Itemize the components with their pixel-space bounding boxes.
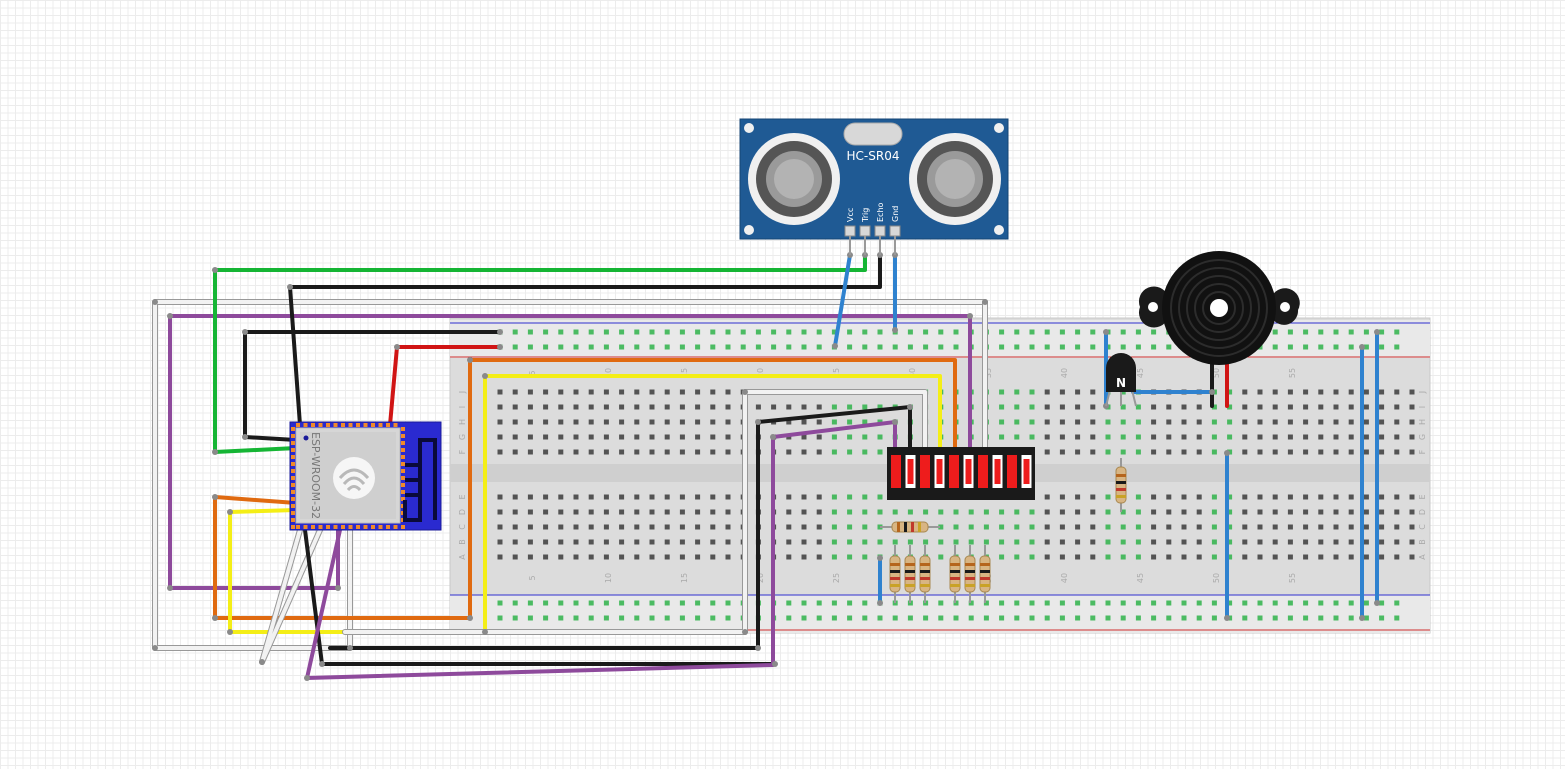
- transducer-right: [909, 133, 1001, 225]
- pin-label-trig: Trig: [861, 208, 870, 223]
- row-letter: B: [458, 539, 467, 545]
- column-number: 15: [680, 368, 689, 378]
- column-number: 50: [1212, 368, 1221, 378]
- resistor-array: [880, 458, 1127, 603]
- row-letter: E: [458, 494, 467, 499]
- row-letter: F: [458, 449, 467, 454]
- hc-sr04-sensor[interactable]: HC-SR04 Vcc Trig Echo Gnd: [739, 118, 1009, 255]
- column-number: 45: [1136, 573, 1145, 583]
- row-letter: D: [1418, 509, 1427, 515]
- row-letter: E: [1418, 494, 1427, 499]
- column-number: 40: [1060, 368, 1069, 378]
- npn-transistor[interactable]: N: [1105, 353, 1137, 407]
- black-wire-sensor-gnd[interactable]: [288, 253, 882, 427]
- blue-wire-vcc[interactable]: [833, 253, 852, 348]
- sensor-model-label: HC-SR04: [847, 149, 900, 163]
- row-letter: C: [458, 524, 467, 530]
- row-letter: J: [458, 391, 467, 394]
- row-letter: A: [458, 554, 467, 560]
- row-letter: B: [1418, 539, 1427, 545]
- column-number: 40: [1060, 573, 1069, 583]
- column-number: 20: [756, 368, 765, 378]
- column-number: 10: [604, 573, 613, 583]
- sensor-pin-labels: Vcc Trig Echo Gnd: [846, 202, 900, 223]
- column-number: 45: [1136, 368, 1145, 378]
- espressif-logo-icon: [333, 457, 375, 499]
- row-letter: F: [1418, 449, 1427, 454]
- led-segments: [891, 455, 1032, 488]
- row-letter: G: [458, 434, 467, 440]
- column-number: 15: [680, 573, 689, 583]
- row-letter: I: [1418, 406, 1427, 408]
- column-number: 35: [984, 368, 993, 378]
- breadboard-row-letters: J J I I H H G G F F E E D D C C B B A A: [458, 391, 1427, 560]
- row-letter: H: [1418, 419, 1427, 425]
- column-number: 20: [756, 573, 765, 583]
- row-letter: J: [1418, 391, 1427, 394]
- column-number: 25: [832, 573, 841, 583]
- row-letter: D: [458, 509, 467, 515]
- row-letter: C: [1418, 524, 1427, 530]
- pin-label-vcc: Vcc: [846, 208, 855, 222]
- column-number: 55: [1288, 368, 1297, 378]
- pin-label-gnd: Gnd: [891, 206, 900, 222]
- sensor-pins: [844, 225, 901, 255]
- row-letter: A: [1418, 554, 1427, 560]
- column-number: 5: [528, 370, 537, 375]
- black-wire-rail[interactable]: [243, 330, 502, 442]
- column-number: 50: [1212, 573, 1221, 583]
- led-bar-graph[interactable]: [887, 447, 1035, 500]
- antenna-trace: [403, 438, 437, 522]
- piezo-buzzer[interactable]: [1138, 251, 1300, 365]
- crystal-oscillator: [843, 122, 903, 146]
- transistor-label: N: [1116, 376, 1126, 390]
- column-number: 30: [908, 368, 917, 378]
- pin-label-echo: Echo: [876, 202, 885, 222]
- esp32-pins: [291, 423, 405, 529]
- purple-wire-inner[interactable]: [305, 420, 897, 680]
- row-letter: H: [458, 419, 467, 425]
- transducer-left: [748, 133, 840, 225]
- column-number: 5: [528, 575, 537, 580]
- column-number: 55: [1288, 573, 1297, 583]
- column-number: 10: [604, 368, 613, 378]
- column-number: 25: [832, 368, 841, 378]
- row-letter: G: [1418, 434, 1427, 440]
- esp32-label: ESP-WROOM-32: [309, 432, 322, 519]
- esp32-module[interactable]: ESP-WROOM-32: [289, 421, 442, 531]
- row-letter: I: [458, 406, 467, 408]
